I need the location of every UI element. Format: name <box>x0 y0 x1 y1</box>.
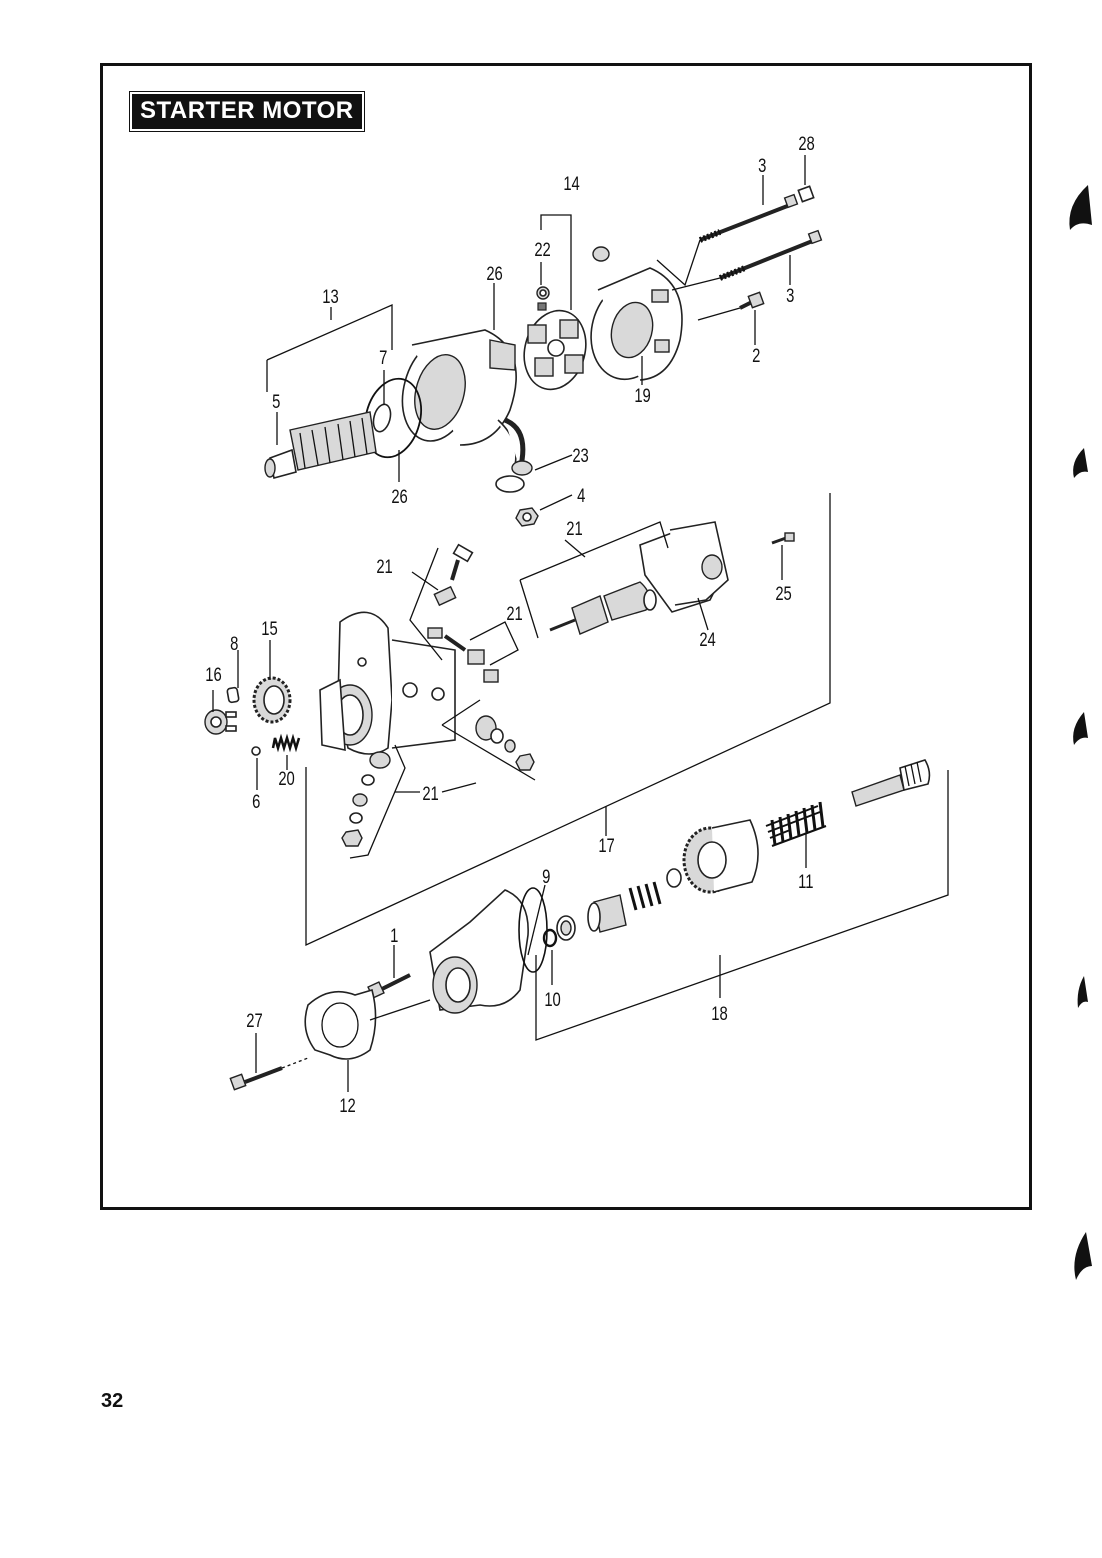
callout-6: 6 <box>252 791 260 812</box>
clutch-spring-icon <box>765 801 827 847</box>
callout-1: 1 <box>390 925 398 946</box>
callout-11: 11 <box>798 871 813 892</box>
callout-20: 20 <box>278 768 294 789</box>
leader-lines <box>212 155 949 1092</box>
callout-13: 13 <box>322 286 338 307</box>
callout-19: 19 <box>634 385 650 406</box>
snap-ring-icon <box>542 928 558 948</box>
callout-labels: 28 3 14 22 26 3 13 7 2 19 5 23 26 4 21 2… <box>205 133 814 1116</box>
retainer-ring-icon <box>666 868 682 888</box>
gasket-icon <box>304 989 377 1060</box>
callout-21: 21 <box>422 783 438 804</box>
brush-holder-icon <box>523 309 587 391</box>
spring-icon <box>271 733 301 753</box>
callout-26: 26 <box>391 486 407 507</box>
return-spring-icon <box>628 881 662 911</box>
end-cover-icon <box>590 267 683 381</box>
retainer-icon <box>204 709 237 735</box>
callout-22: 22 <box>534 239 550 260</box>
callout-28: 28 <box>798 133 814 154</box>
thru-bolt-icon <box>718 229 823 281</box>
washer-set-icon <box>475 715 535 771</box>
callout-21: 21 <box>376 556 392 577</box>
callout-23: 23 <box>572 445 588 466</box>
callout-24: 24 <box>699 629 715 650</box>
bolt-icon <box>367 973 411 999</box>
diagram-frame <box>100 63 1032 1210</box>
callout-3: 3 <box>758 155 766 176</box>
callout-9: 9 <box>542 866 550 887</box>
idler-shaft-icon <box>226 686 240 704</box>
screw-icon <box>771 532 795 545</box>
callout-14: 14 <box>563 173 579 194</box>
callout-5: 5 <box>272 391 280 412</box>
solenoid-plunger-icon <box>549 581 657 635</box>
page-title: STARTER MOTOR <box>129 91 365 132</box>
callout-21: 21 <box>566 518 582 539</box>
callout-12: 12 <box>339 1095 355 1116</box>
binding-marks <box>1069 185 1092 1280</box>
starter-armature-icon <box>264 403 392 479</box>
callout-3: 3 <box>786 285 794 306</box>
callout-26: 26 <box>486 263 502 284</box>
callout-16: 16 <box>205 664 221 685</box>
washer-set-icon <box>341 751 391 847</box>
brush-spring-icon <box>536 286 550 311</box>
grommet-icon <box>592 246 610 262</box>
callout-17: 17 <box>598 835 614 856</box>
callout-27: 27 <box>246 1010 262 1031</box>
callout-7: 7 <box>379 347 387 368</box>
pinion-shaft-icon <box>851 759 931 807</box>
overrunning-clutch-icon <box>682 819 759 894</box>
callout-25: 25 <box>775 583 791 604</box>
callout-10: 10 <box>544 989 560 1010</box>
callout-8: 8 <box>230 633 238 654</box>
stop-collar-icon <box>556 915 576 941</box>
pinion-gear-icon <box>587 894 627 933</box>
thru-bolt-icon <box>698 185 815 243</box>
gear-housing-icon <box>429 887 548 1014</box>
callout-15: 15 <box>261 618 277 639</box>
screw-icon <box>739 291 765 310</box>
callout-21: 21 <box>506 603 522 624</box>
steel-ball-icon <box>251 746 261 756</box>
idler-gear-icon <box>252 676 292 724</box>
callout-2: 2 <box>752 345 760 366</box>
o-ring-icon <box>364 377 422 459</box>
solenoid-cover-icon <box>639 521 729 613</box>
callout-4: 4 <box>577 485 585 506</box>
solenoid-housing-icon <box>319 611 456 755</box>
nut-icon <box>515 507 539 527</box>
page-number: 32 <box>101 1390 124 1412</box>
bolt-icon <box>229 1057 309 1091</box>
callout-18: 18 <box>711 1003 727 1024</box>
lead-wire-icon <box>495 417 533 493</box>
terminal-bolt-icon <box>427 543 499 683</box>
